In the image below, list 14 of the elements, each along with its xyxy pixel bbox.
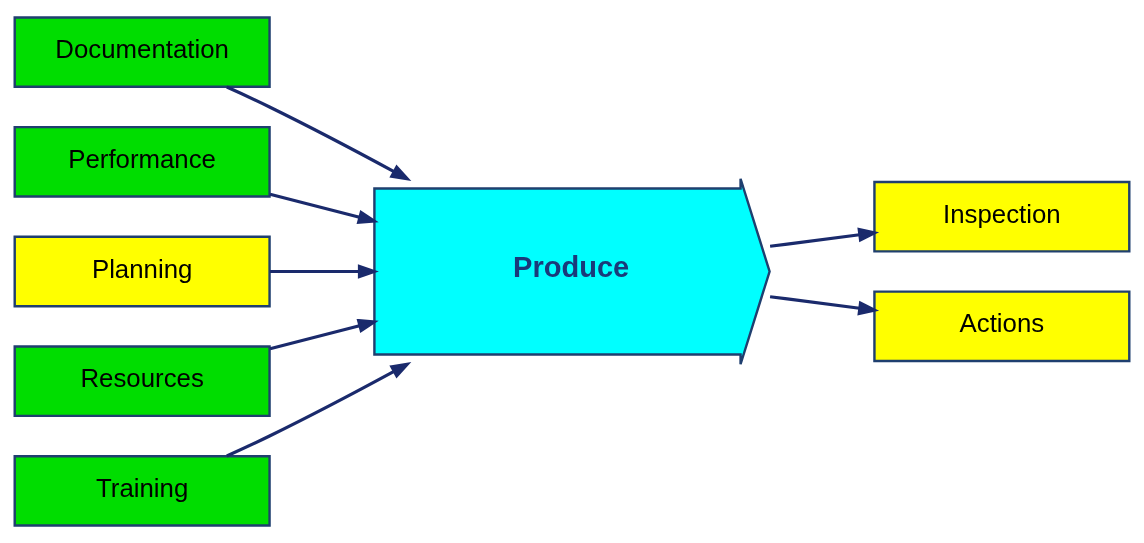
- node-box: Inspection: [873, 180, 1131, 253]
- arrow: [270, 264, 379, 279]
- node-box: Documentation: [13, 16, 271, 88]
- arrow: [769, 227, 880, 248]
- arrow: [269, 192, 379, 225]
- node-box: Resources: [13, 345, 271, 418]
- arrow: [226, 85, 412, 182]
- arrow: [769, 295, 880, 316]
- node-box: Planning: [13, 235, 271, 308]
- node-box: Training: [13, 455, 271, 527]
- node-box: Performance: [13, 125, 271, 198]
- arrow: [226, 361, 412, 458]
- arrow: [269, 318, 379, 351]
- node-box: Actions: [873, 290, 1131, 363]
